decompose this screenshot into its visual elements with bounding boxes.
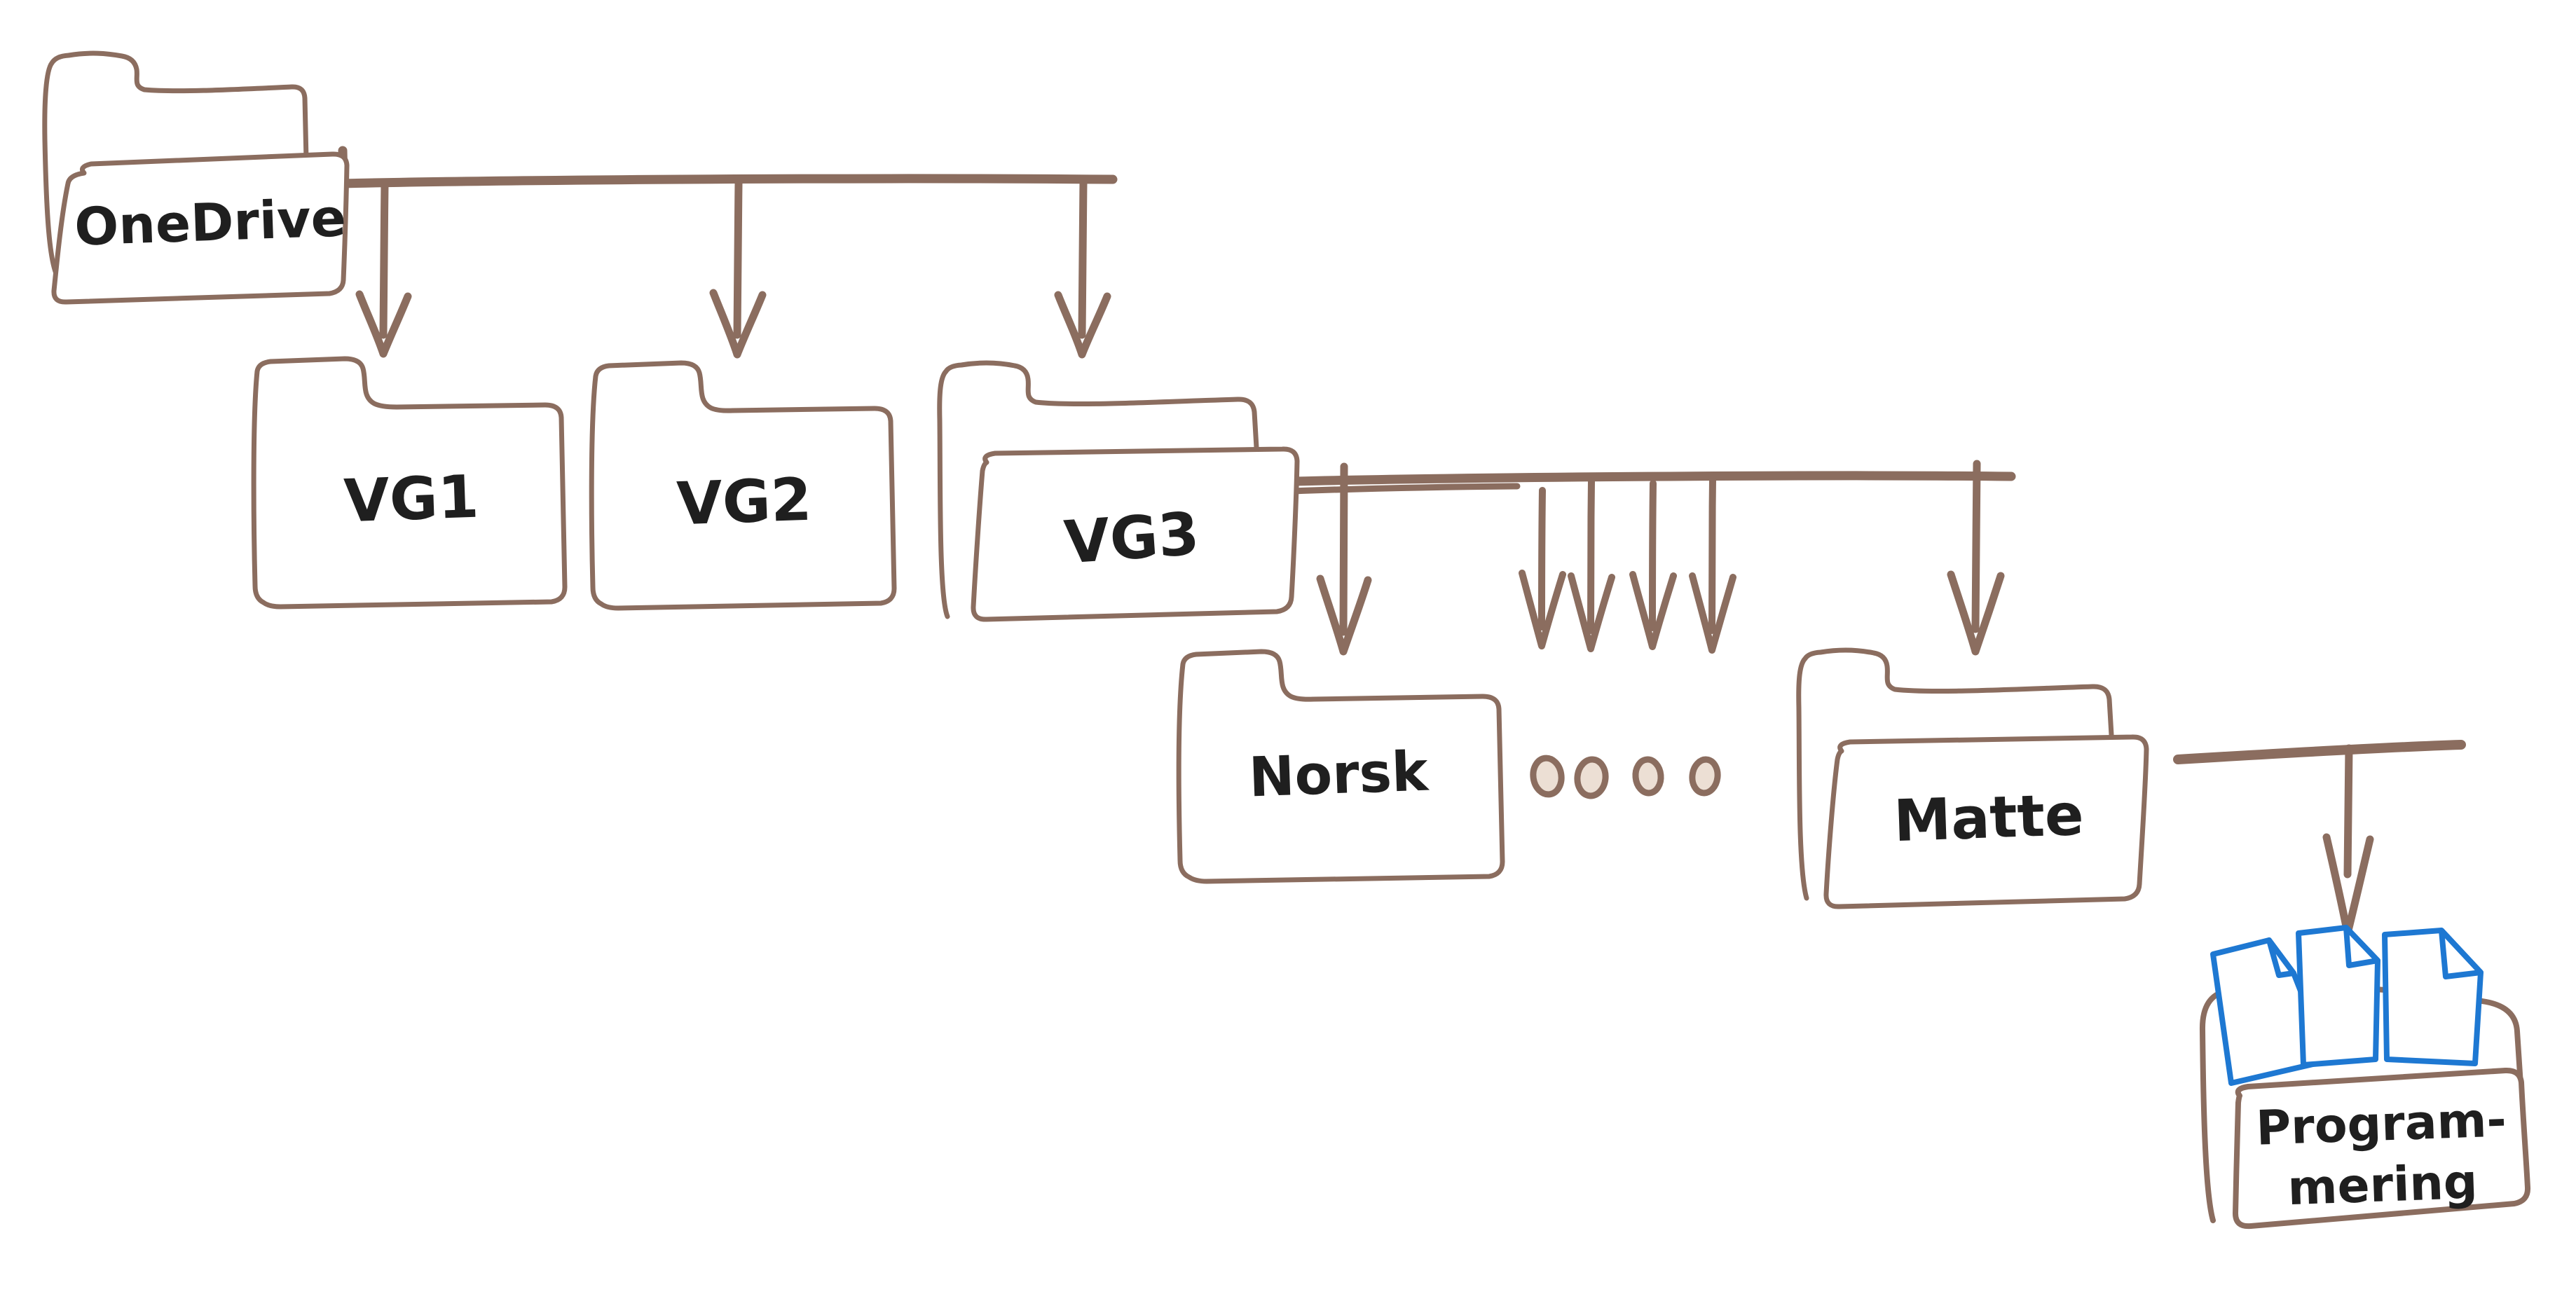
arrow-shaft xyxy=(1339,462,1348,636)
document-icon-middle[interactable] xyxy=(2296,925,2380,1068)
document-dogear xyxy=(2439,928,2483,979)
arrow-shaft xyxy=(2343,744,2353,879)
document-dogear xyxy=(2343,925,2380,968)
folder-outline xyxy=(251,356,568,610)
arrow-head xyxy=(355,290,412,358)
node-onedrive[interactable]: OneDrive xyxy=(42,50,350,305)
folder-flap xyxy=(51,151,350,305)
arrow-to-ellipsis-1[interactable] xyxy=(1519,487,1566,649)
arrow-shaft xyxy=(1078,179,1088,339)
arrow-shaft xyxy=(1649,480,1657,631)
folder-outline xyxy=(589,360,897,611)
node-matte[interactable]: Matte xyxy=(1796,647,2149,909)
label-norsk: Norsk xyxy=(1248,740,1431,809)
arrow-to-ellipsis-4[interactable] xyxy=(1689,476,1736,654)
arrow-shaft xyxy=(379,181,389,339)
document-icon-right[interactable] xyxy=(2382,928,2483,1066)
bus-line xyxy=(337,174,1118,188)
node-norsk[interactable]: Norsk xyxy=(1176,649,1505,884)
arrow-to-vg1[interactable] xyxy=(355,181,412,358)
arrow-head xyxy=(709,289,767,359)
arrow-head xyxy=(1316,574,1372,656)
arrow-head xyxy=(1947,570,2005,656)
connector-vg3-children[interactable] xyxy=(1289,460,2016,656)
label-onedrive: OneDrive xyxy=(74,188,347,257)
arrow-head xyxy=(1629,571,1677,650)
arrow-to-vg2[interactable] xyxy=(709,179,767,359)
node-vg3[interactable]: VG3 xyxy=(937,360,1300,622)
connector-matte-children[interactable] xyxy=(2173,740,2466,937)
folder-flap xyxy=(1823,734,2149,909)
arrow-shaft xyxy=(733,179,743,339)
document-page xyxy=(2382,928,2483,1066)
bus-line xyxy=(2173,740,2466,764)
connector-onedrive-children[interactable] xyxy=(337,146,1118,359)
ellipsis-dot xyxy=(1574,756,1609,799)
arrow-head xyxy=(1568,572,1615,652)
ellipsis-dot xyxy=(1689,756,1721,797)
arrow-head xyxy=(1519,570,1566,649)
arrow-to-vg3[interactable] xyxy=(1054,179,1111,359)
folder-flap xyxy=(2233,1067,2531,1230)
label-vg2: VG2 xyxy=(676,465,813,539)
ellipsis-dots[interactable] xyxy=(1530,755,1721,799)
arrow-shaft xyxy=(1971,460,1981,633)
arrow-to-ellipsis-2[interactable] xyxy=(1568,477,1615,652)
label-vg1: VG1 xyxy=(343,462,480,536)
node-vg2[interactable]: VG2 xyxy=(589,360,897,611)
label-programmering-line2: mering xyxy=(2287,1155,2478,1216)
arrow-head xyxy=(1054,291,1111,359)
node-programmering[interactable]: Program- mering xyxy=(2199,925,2531,1230)
label-matte: Matte xyxy=(1893,782,2085,855)
arrow-to-matte[interactable] xyxy=(1947,460,2005,656)
folder-outline xyxy=(1176,649,1505,884)
arrow-head xyxy=(1689,572,1736,654)
label-vg3: VG3 xyxy=(1062,499,1202,577)
arrow-to-programmering[interactable] xyxy=(2322,744,2374,937)
arrow-shaft xyxy=(1708,476,1716,634)
arrow-to-ellipsis-3[interactable] xyxy=(1629,480,1677,650)
ellipsis-dot xyxy=(1530,755,1565,798)
bus-line xyxy=(1290,471,2016,486)
label-programmering-line1: Program- xyxy=(2255,1092,2507,1156)
arrow-to-norsk[interactable] xyxy=(1316,462,1372,656)
document-dogear xyxy=(2266,937,2296,978)
bus-line-double-stroke xyxy=(1289,483,1521,495)
ellipsis-dot xyxy=(1632,756,1664,797)
folder-flap xyxy=(971,446,1300,622)
node-vg1[interactable]: VG1 xyxy=(251,356,568,610)
